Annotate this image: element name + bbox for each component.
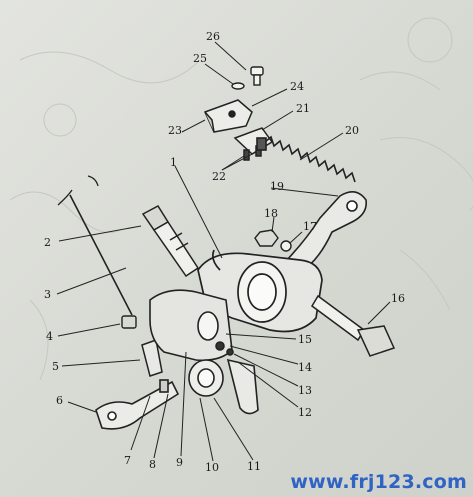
callout-2: 2	[44, 236, 51, 249]
callout-12: 12	[298, 406, 312, 419]
callout-17: 17	[303, 220, 317, 233]
part-17-ring	[280, 240, 292, 252]
callout-19: 19	[270, 180, 284, 193]
callout-13: 13	[298, 384, 312, 397]
callout-20: 20	[345, 124, 359, 137]
part-6-8-lower-lever	[95, 379, 180, 430]
part-5-plate	[141, 338, 163, 377]
callout-labels: 26 25 24 23 21 20 22 19 1 18 17 16 2 3 4…	[44, 30, 405, 474]
callout-8: 8	[149, 458, 156, 471]
callout-15: 15	[298, 333, 312, 346]
callout-25: 25	[193, 52, 207, 65]
callout-11: 11	[247, 460, 261, 473]
callout-3: 3	[44, 288, 51, 301]
callout-9: 9	[176, 456, 183, 469]
callout-26: 26	[206, 30, 220, 43]
part-19-lever-arm	[283, 191, 368, 273]
callout-16: 16	[391, 292, 405, 305]
leader-lines	[56, 41, 391, 462]
callout-1: 1	[170, 156, 177, 169]
part-16-bolt	[311, 294, 396, 357]
part-18-nut	[254, 229, 279, 247]
part-9-14-lower-assembly	[149, 289, 259, 415]
callout-21: 21	[296, 102, 310, 115]
part-3-rod	[57, 175, 133, 316]
callout-22: 22	[212, 170, 226, 183]
callout-7: 7	[124, 454, 131, 467]
background-sketch	[9, 17, 473, 381]
part-25-washer	[231, 82, 245, 90]
callout-10: 10	[205, 461, 219, 474]
callout-18: 18	[264, 207, 278, 220]
part-2-pin	[141, 205, 200, 278]
callout-24: 24	[290, 80, 304, 93]
callout-5: 5	[52, 360, 59, 373]
part-4-nut	[121, 315, 137, 329]
watermark-url: www.frj123.com	[290, 471, 467, 493]
callout-23: 23	[168, 124, 182, 137]
part-1-main-body	[197, 249, 323, 333]
part-26-screw	[250, 66, 264, 86]
part-20-spring	[256, 135, 356, 183]
callout-6: 6	[56, 394, 63, 407]
part-23-24-bracket	[203, 99, 253, 133]
callout-4: 4	[46, 330, 53, 343]
callout-14: 14	[298, 361, 312, 374]
